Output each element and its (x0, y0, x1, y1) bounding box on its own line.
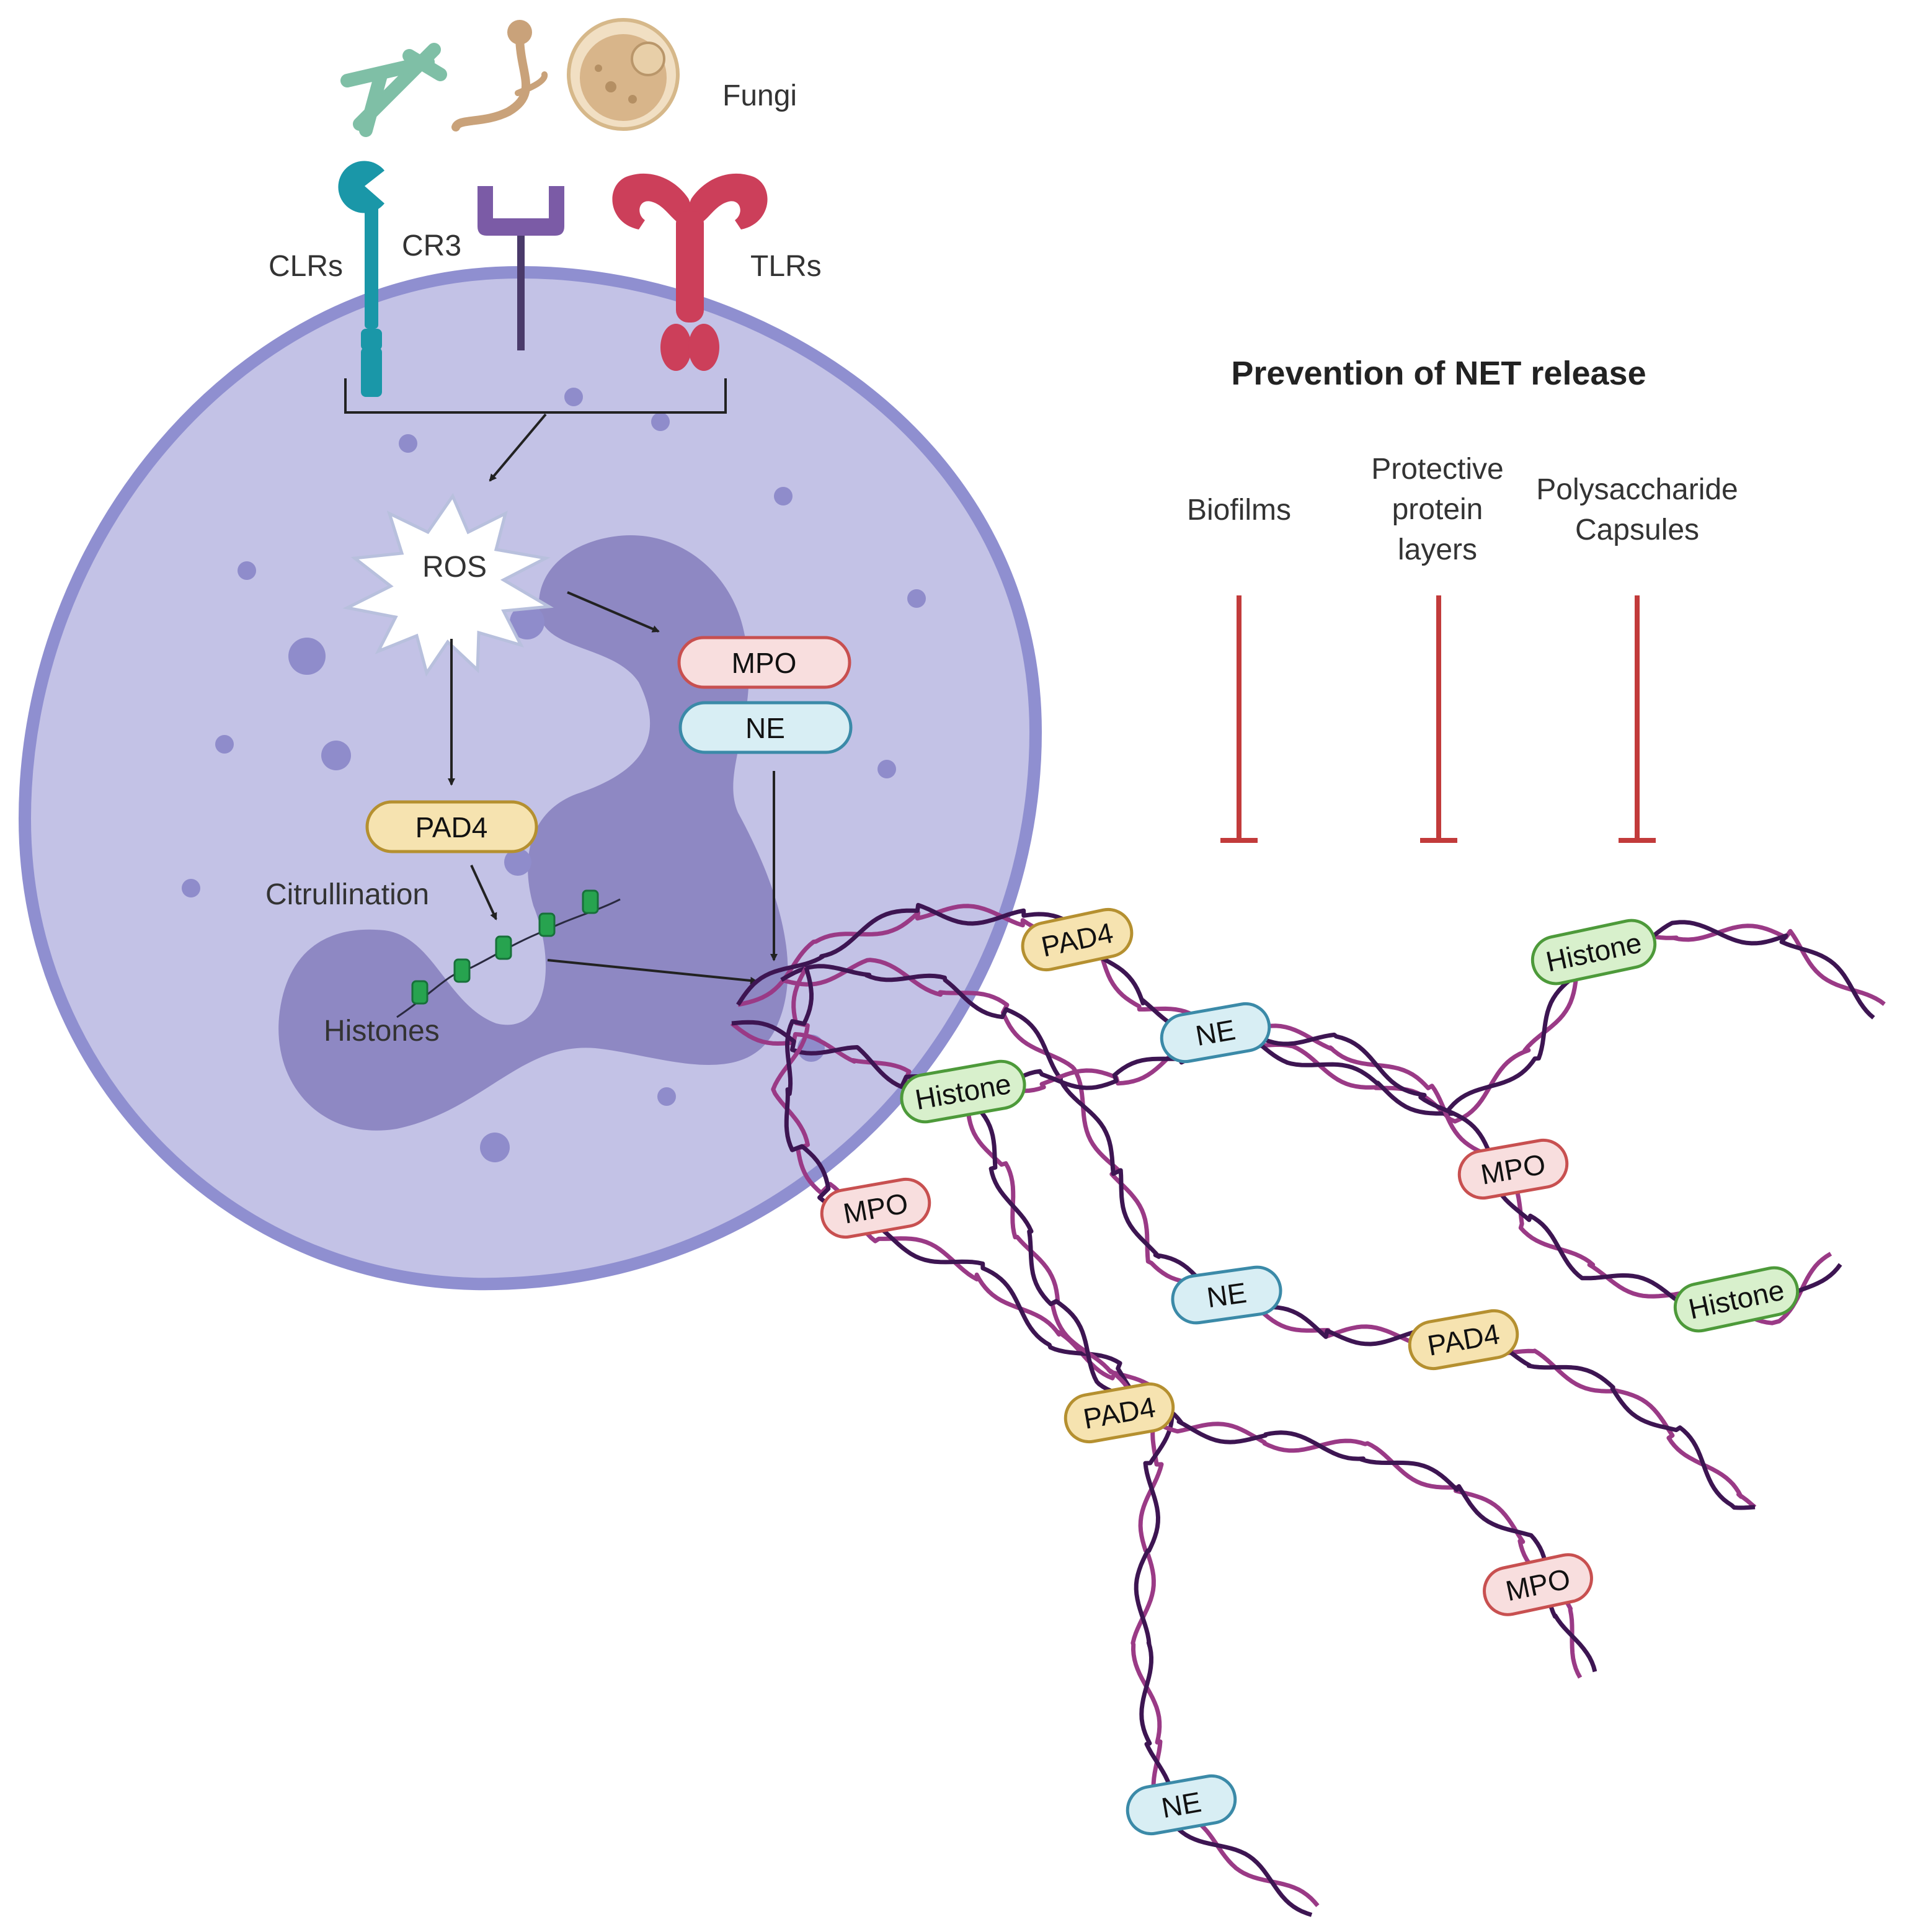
tlr-receptor (612, 173, 768, 371)
protective-label-line1: Protective (1371, 453, 1503, 486)
arrow-citrullination (470, 865, 497, 920)
pad4-net-protein: PAD4 (1064, 1382, 1175, 1444)
nucleosome-icon (453, 958, 471, 983)
capsules-inhibitor (1619, 595, 1656, 843)
fungal-hyphae-icon (340, 43, 447, 137)
protective-label-line3: layers (1398, 533, 1477, 566)
capsules-label-line2: Capsules (1575, 514, 1699, 546)
pad4-pill: PAD4 (365, 800, 538, 853)
dna-helix-strand (730, 1022, 1832, 1325)
prevention-panel: Prevention of NET release Biofilms Prote… (1187, 355, 1738, 843)
mpo-net-protein: MPO (1483, 1553, 1593, 1616)
dna-helix-strand (736, 902, 1875, 1116)
ne-net-protein: NE (1126, 1774, 1237, 1836)
pad4-pill-shape (1408, 1309, 1519, 1371)
dna-helix-strand (966, 1096, 1597, 1673)
ne-pill-shape (1126, 1774, 1237, 1836)
granule (774, 487, 793, 505)
arrow-histones-to-net (547, 959, 758, 984)
yeast-cell-icon (567, 18, 680, 131)
protective-protein-layers-item: Protective protein layers (1371, 453, 1504, 843)
ne-pill-label: NE (1205, 1276, 1249, 1314)
biofilms-label: Biofilms (1187, 494, 1291, 527)
nucleosome-icon (411, 980, 429, 1005)
pad4-net-protein: PAD4 (1021, 907, 1134, 972)
ne-pill-label: NE (1193, 1013, 1238, 1052)
nucleosome-icon (495, 935, 512, 960)
capsules-label-line1: Polysaccharide (1536, 473, 1738, 506)
granule (238, 561, 256, 580)
polysaccharide-capsules-item: Polysaccharide Capsules (1536, 473, 1738, 843)
histone-net-protein: Histone (1673, 1266, 1800, 1333)
histone-pill-shape (1673, 1266, 1800, 1333)
ros-label: ROS (422, 551, 487, 584)
pad4-pill-shape (1021, 907, 1134, 972)
fungi-group: Fungi (340, 18, 797, 137)
ne-pill-label: NE (1159, 1786, 1204, 1824)
clr-receptor (338, 161, 384, 397)
granule (564, 388, 583, 406)
nucleosome-icon (538, 912, 556, 937)
cr3-receptor (477, 186, 564, 350)
granule (510, 605, 544, 639)
ne-pill-shape (1160, 1002, 1271, 1064)
tlrs-label: TLRs (750, 250, 822, 283)
biofilms-inhibitor (1220, 595, 1258, 843)
fungi-label: Fungi (722, 79, 797, 112)
mpo-pill-shape (1483, 1553, 1593, 1616)
granule (907, 589, 926, 608)
clrs-label: CLRs (269, 250, 343, 283)
granule (182, 879, 200, 897)
ne-label: NE (745, 712, 785, 744)
mpo-label: MPO (732, 647, 797, 679)
granule (657, 1087, 676, 1106)
nucleosome-icon (582, 889, 599, 914)
chromatin-strand (396, 889, 621, 1018)
nucleus (278, 535, 788, 1131)
arrow-ros-to-mpo (567, 591, 660, 633)
cell-membrane (18, 266, 1042, 1291)
granule (399, 434, 417, 453)
granule (877, 760, 896, 778)
histone-pill-shape (900, 1059, 1026, 1124)
dna-helix-strand (965, 1097, 1583, 1679)
mpo-pill-shape (1457, 1138, 1569, 1200)
pad4-label: PAD4 (415, 811, 488, 844)
histone-net-protein: Histone (1530, 919, 1657, 986)
cr3-label: CR3 (402, 229, 461, 262)
granule (480, 1133, 510, 1162)
ne-pill-shape (1171, 1265, 1282, 1325)
granule (651, 412, 670, 431)
mpo-pill: MPO (677, 636, 851, 689)
prevention-title: Prevention of NET release (1231, 355, 1646, 392)
arrow-receptors-to-ros (489, 413, 547, 482)
pad4-pill-shape (1064, 1382, 1175, 1444)
histone-net-protein: Histone (900, 1059, 1026, 1124)
ne-net-protein: NE (1171, 1265, 1282, 1325)
germinating-spore-icon (451, 20, 548, 131)
protective-label-line2: protein (1392, 493, 1483, 526)
biofilms-item: Biofilms (1187, 494, 1291, 843)
granule (215, 735, 234, 754)
mpo-pill-shape (820, 1177, 931, 1239)
mpo-net-protein: MPO (1457, 1138, 1569, 1200)
granule (321, 741, 351, 770)
citrullination-label: Citrullination (265, 878, 429, 911)
histone-pill-shape (1530, 919, 1657, 986)
neutrophil-cell (18, 266, 1042, 1291)
granule (504, 848, 531, 876)
granule (288, 638, 326, 675)
ne-pill: NE (678, 701, 853, 754)
ros-burst: ROS (342, 492, 554, 677)
pad4-net-protein: PAD4 (1408, 1309, 1519, 1371)
receptor-bracket (344, 378, 727, 414)
ne-net-protein: NE (1160, 1002, 1271, 1064)
protective-inhibitor (1420, 595, 1457, 843)
mpo-net-protein: MPO (820, 1177, 931, 1239)
histones-label: Histones (324, 1015, 440, 1048)
cytoplasmic-granules (182, 388, 926, 1162)
